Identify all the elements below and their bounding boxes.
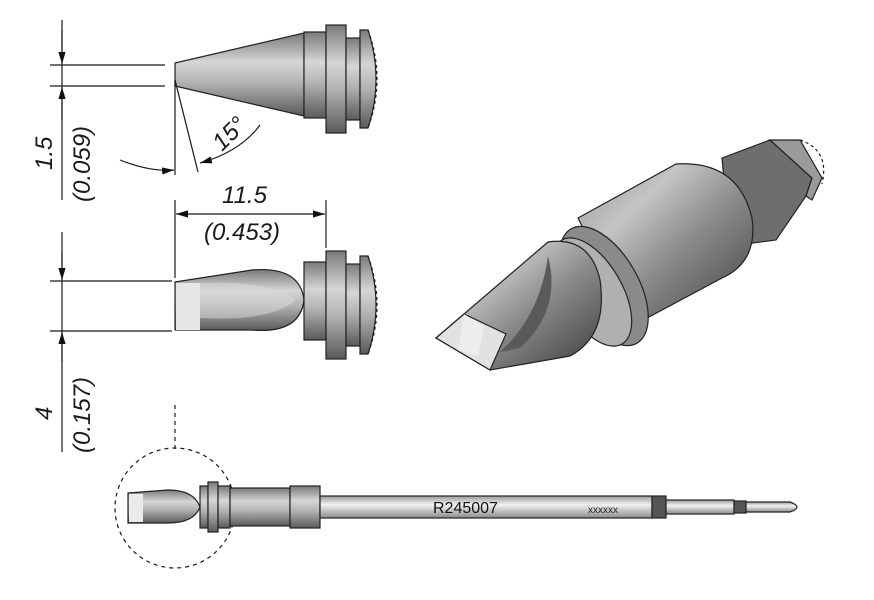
length-value: 11.5 [222, 182, 268, 209]
angle-value: 15° [207, 111, 252, 156]
part-code: xxxxxx [588, 505, 618, 516]
top-view-tip [174, 250, 378, 360]
thickness-inch-value: (0.059) [69, 126, 96, 202]
thickness-dimension: 1.5 (0.059) [31, 20, 165, 202]
length-dimension: 11.5 (0.453) [174, 182, 327, 278]
width-inch-value: (0.157) [69, 377, 96, 453]
isometric-view-tip [434, 139, 825, 371]
thickness-value: 1.5 [31, 136, 58, 170]
part-number: R245007 [433, 500, 498, 517]
full-tip-view: R245007 xxxxxx [114, 405, 798, 569]
width-value: 4 [31, 407, 58, 420]
width-dimension: 4 (0.157) [31, 232, 172, 453]
side-view-tip [174, 24, 378, 134]
length-inch-value: (0.453) [204, 219, 280, 246]
